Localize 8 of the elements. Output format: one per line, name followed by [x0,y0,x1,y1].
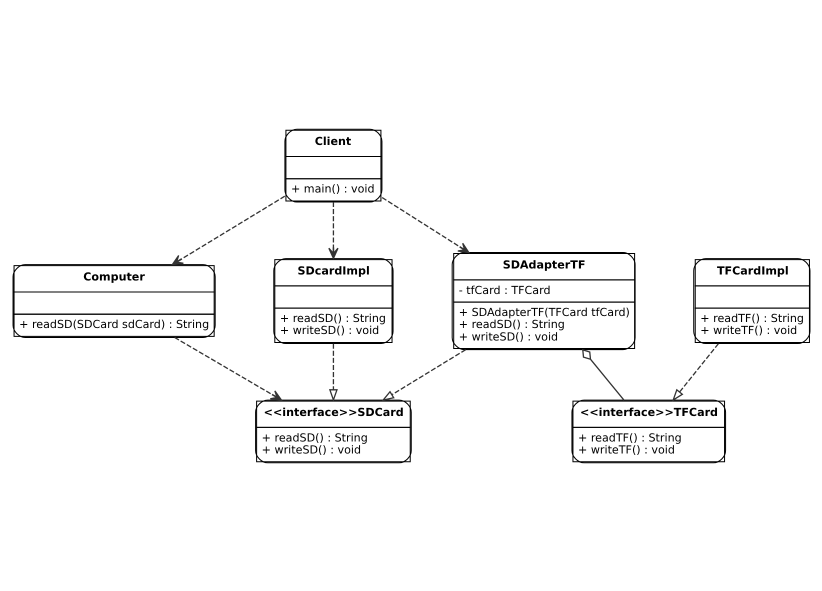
arrow [171,195,285,265]
arrow [174,336,282,400]
arrow [381,348,466,401]
arrow [672,342,718,401]
arrow [328,343,338,402]
arrow [381,196,469,253]
arrow [328,202,338,258]
connector [582,348,624,400]
